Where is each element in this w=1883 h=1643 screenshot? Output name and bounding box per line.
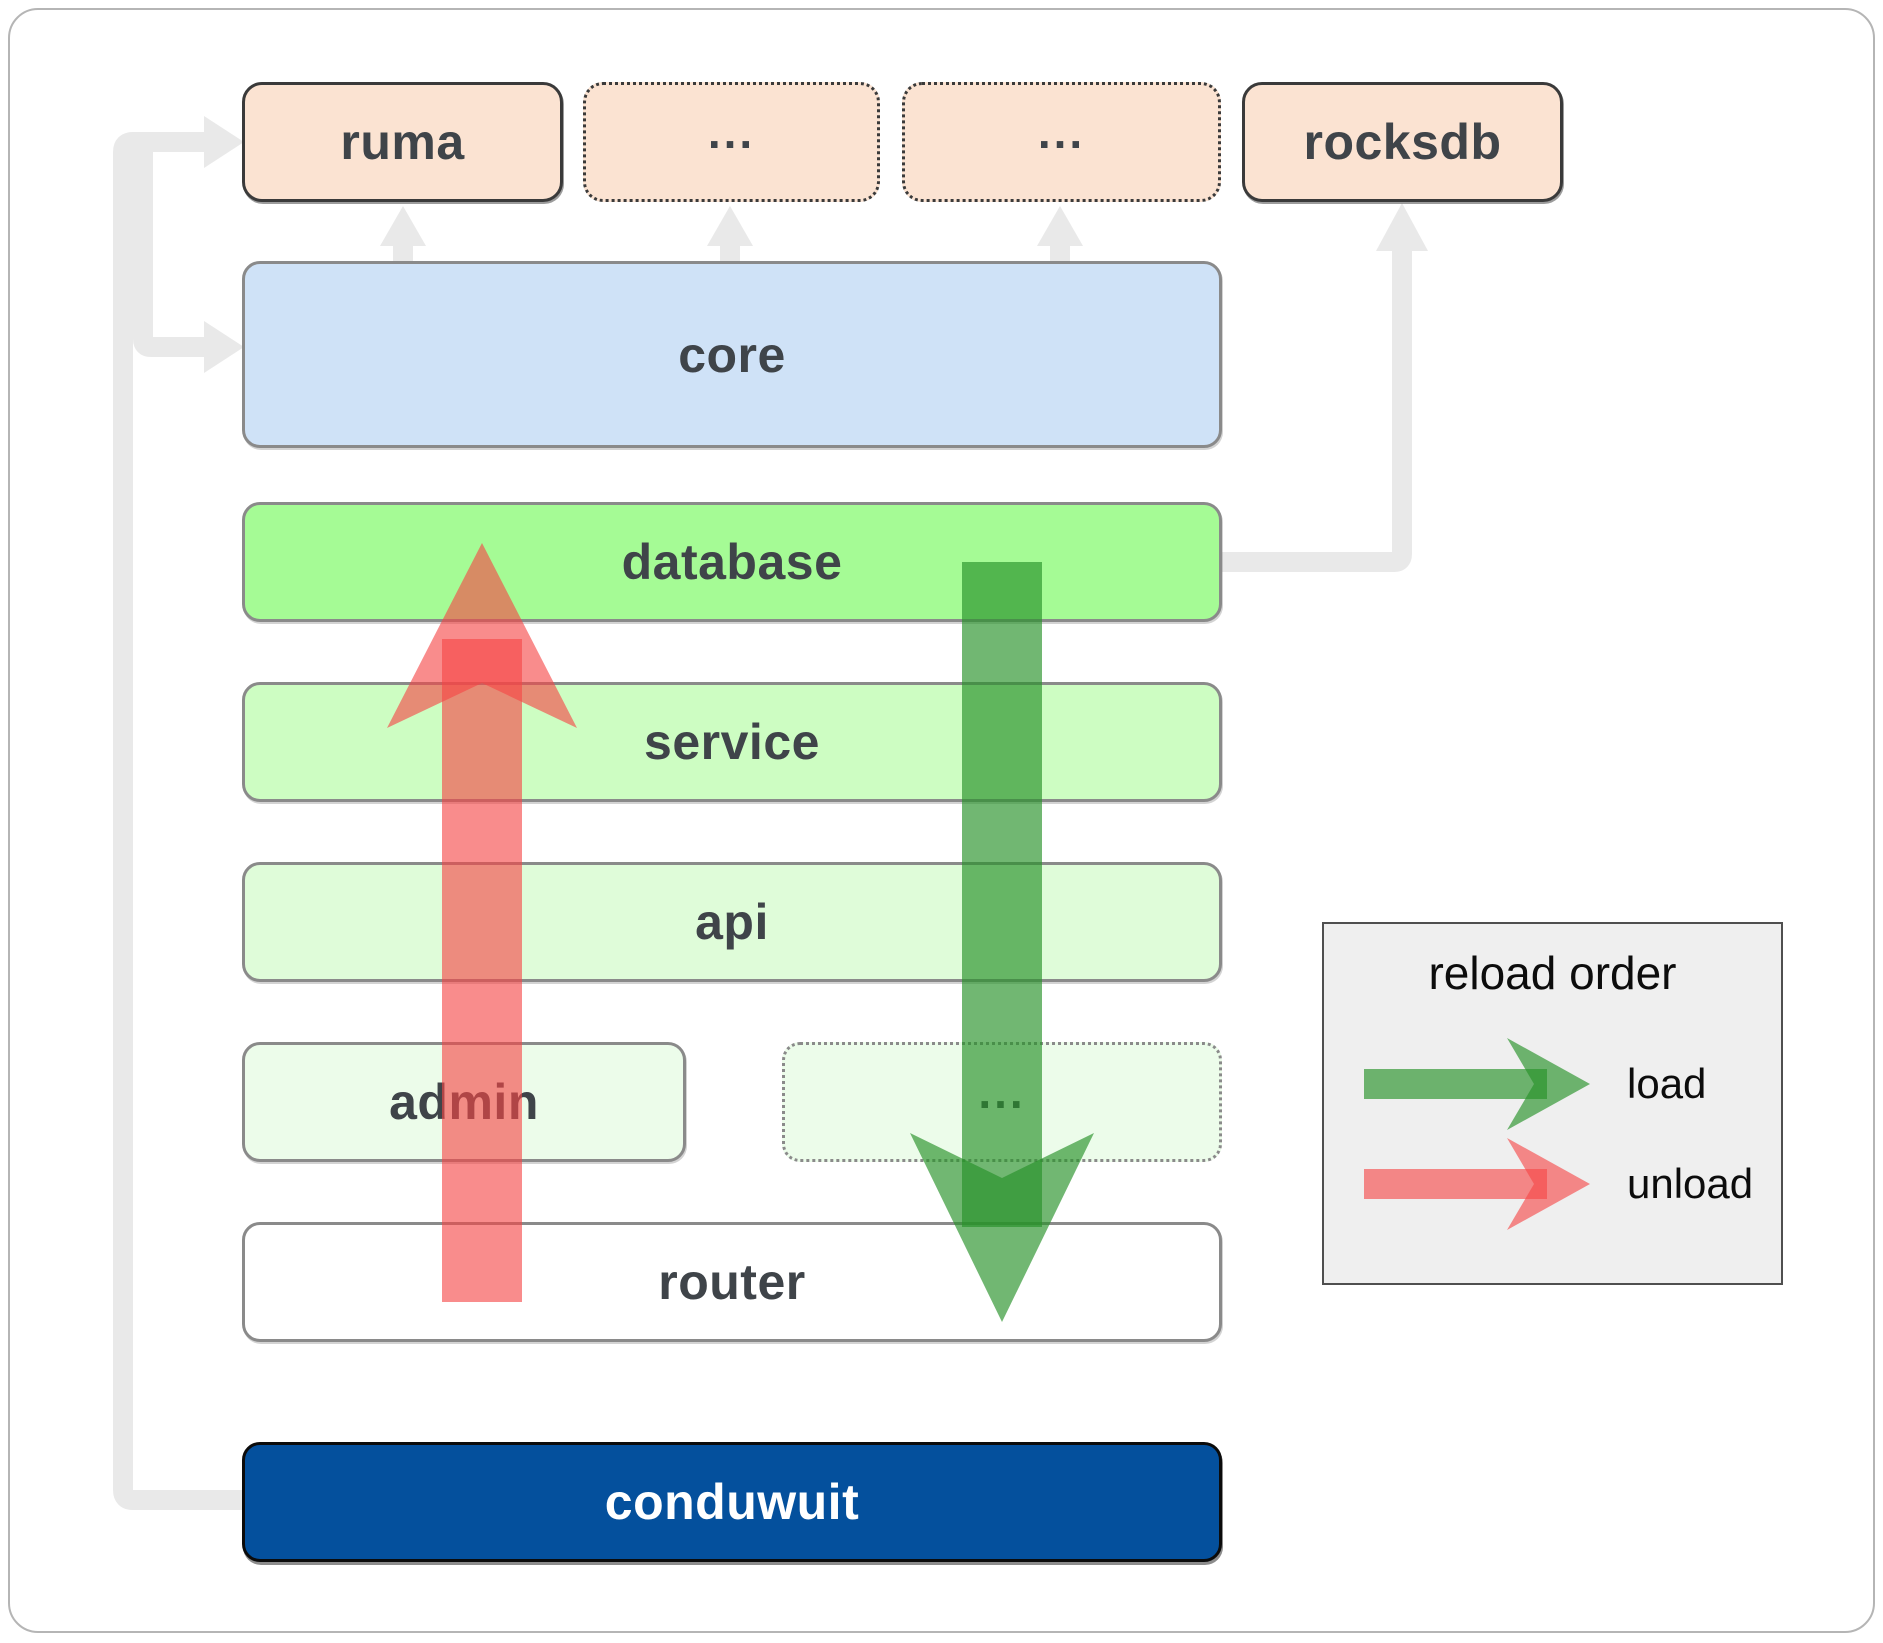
node-database: database xyxy=(242,502,1222,622)
node-router-label: router xyxy=(658,1254,806,1310)
legend-arrows xyxy=(1364,1038,1590,1230)
node-rocksdb: rocksdb xyxy=(1242,82,1563,202)
node-database-label: database xyxy=(621,534,843,590)
legend-title: reload order xyxy=(1428,947,1677,999)
node-conduwuit-label: conduwuit xyxy=(604,1474,860,1530)
node-router: router xyxy=(242,1222,1222,1342)
node-ellipsis-2-label: ... xyxy=(1037,106,1086,158)
node-admin-label: admin xyxy=(389,1074,539,1130)
node-admin: admin xyxy=(242,1042,686,1162)
node-service-label: service xyxy=(644,714,820,770)
node-core: core xyxy=(242,261,1222,448)
legend-load-arrow-icon xyxy=(1364,1038,1590,1130)
node-api-label: api xyxy=(695,894,769,950)
node-ellipsis-2: ... xyxy=(902,82,1221,202)
legend: reload order load unload xyxy=(1322,922,1783,1285)
node-core-label: core xyxy=(678,326,786,383)
node-ruma-label: ruma xyxy=(340,114,465,170)
node-service: service xyxy=(242,682,1222,802)
node-admin-ellipsis: ... xyxy=(782,1042,1222,1162)
legend-unload-label: unload xyxy=(1627,1160,1754,1207)
diagram-outer-border xyxy=(8,8,1875,1633)
node-admin-ellipsis-label: ... xyxy=(978,1066,1026,1118)
node-ellipsis-1-label: ... xyxy=(707,106,756,158)
node-conduwuit: conduwuit xyxy=(242,1442,1222,1562)
node-api: api xyxy=(242,862,1222,982)
node-ellipsis-1: ... xyxy=(583,82,880,202)
legend-load-label: load xyxy=(1627,1060,1707,1107)
node-ruma: ruma xyxy=(242,82,563,202)
legend-unload-arrow-icon xyxy=(1364,1138,1590,1230)
node-rocksdb-label: rocksdb xyxy=(1303,114,1502,170)
